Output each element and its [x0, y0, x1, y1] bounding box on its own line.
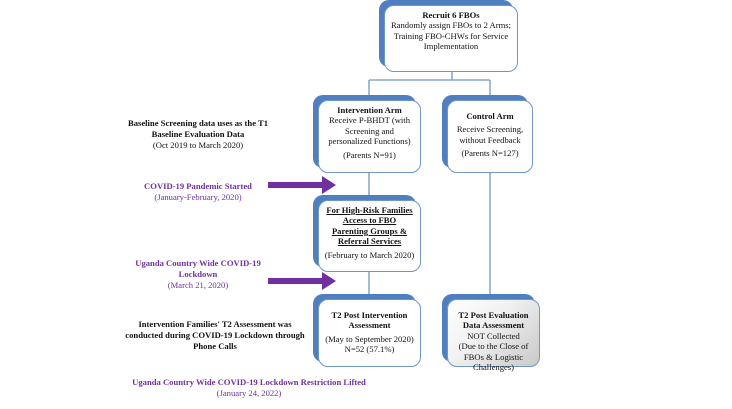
t2-eval-reason: (Due to the Close of FBOs & Logistic Cha…: [458, 341, 529, 373]
recruit-box: Recruit 6 FBOs Randomly assign FBOs to 2…: [384, 5, 518, 72]
t2-post-intervention-box: T2 Post Intervention Assessment (May to …: [318, 299, 421, 367]
t2-post-title: T2 Post Intervention Assessment: [331, 310, 408, 331]
t2-post-dates: (May to September 2020): [325, 333, 414, 344]
lockdown-lifted-label: Uganda Country Wide COVID-19 Lockdown Re…: [104, 377, 394, 399]
lockdown-dates: (March 21, 2020): [167, 280, 229, 290]
recruit-title: Recruit 6 FBOs: [422, 10, 480, 20]
intervention-n: (Parents N=91): [343, 149, 396, 160]
lockdown-lifted-title: Uganda Country Wide COVID-19 Lockdown Re…: [132, 377, 366, 387]
covid-title: COVID-19 Pandemic Started: [144, 181, 252, 191]
baseline-title: Baseline Screening data uses as the T1 B…: [127, 118, 269, 139]
covid-dates: (January-February, 2020): [154, 192, 242, 202]
recruit-training-text: Training FBO-CHWs for Service Implementa…: [393, 30, 509, 52]
t2-evaluation-box: T2 Post Evaluation Data Assessment NOT C…: [447, 299, 540, 372]
t2-eval-status: NOT Collected: [467, 330, 520, 341]
intervention-arm-box: Intervention Arm Receive P-BHDT (with Sc…: [318, 100, 421, 173]
baseline-dates: (Oct 2019 to March 2020): [152, 140, 244, 150]
lockdown-title: Uganda Country Wide COVID-19 Lockdown: [135, 258, 261, 279]
intervention-title: Intervention Arm: [337, 105, 402, 115]
high-risk-dates: (February to March 2020): [324, 249, 415, 260]
control-n: (Parents N=127): [461, 148, 519, 159]
control-arm-box: Control Arm Receive Screening, without F…: [447, 100, 533, 173]
lockdown-lifted-dates: (January 24, 2022): [216, 388, 282, 398]
t2-post-n: N=52 (57.1%): [344, 344, 395, 355]
baseline-label: Baseline Screening data uses as the T1 B…: [118, 118, 278, 151]
control-title: Control Arm: [466, 111, 514, 121]
lockdown-arrow-icon: [268, 272, 336, 290]
t2-eval-title: T2 Post Evaluation Data Assessment: [458, 310, 529, 331]
high-risk-box: For High-Risk Families Access to FBO Par…: [318, 200, 421, 272]
phone-assessment-label: Intervention Families' T2 Assessment was…: [124, 319, 306, 352]
covid-arrow-icon: [268, 176, 336, 194]
intervention-desc: Receive P-BHDT (with Screening and perso…: [328, 115, 411, 147]
phone-assessment-title: Intervention Families' T2 Assessment was…: [125, 319, 305, 351]
lockdown-label: Uganda Country Wide COVID-19 Lockdown (M…: [123, 258, 273, 291]
high-risk-title: For High-Risk Families Access to FBO Par…: [326, 205, 413, 247]
covid-label: COVID-19 Pandemic Started (January-Febru…: [118, 181, 278, 203]
recruit-assign-text: Randomly assign FBOs to 2 Arms;: [390, 20, 512, 31]
control-desc: Receive Screening, without Feedback: [456, 124, 524, 145]
